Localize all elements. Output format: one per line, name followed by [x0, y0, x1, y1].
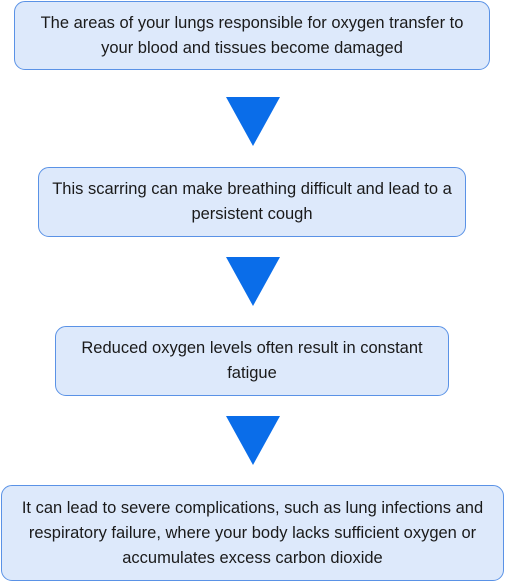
- down-arrow-icon: [226, 257, 280, 306]
- flow-step-3-text: Reduced oxygen levels often result in co…: [81, 339, 423, 382]
- flow-step-4-text: It can lead to severe complications, suc…: [21, 498, 484, 567]
- down-arrow-icon: [226, 97, 280, 146]
- flow-step-1: The areas of your lungs responsible for …: [14, 1, 490, 70]
- flow-step-2-text: This scarring can make breathing difficu…: [52, 180, 452, 223]
- flow-step-3: Reduced oxygen levels often result in co…: [55, 326, 449, 396]
- down-arrow-icon: [226, 416, 280, 465]
- flow-step-1-text: The areas of your lungs responsible for …: [40, 13, 464, 57]
- flow-step-2: This scarring can make breathing difficu…: [38, 167, 466, 237]
- flow-step-4: It can lead to severe complications, suc…: [1, 485, 504, 581]
